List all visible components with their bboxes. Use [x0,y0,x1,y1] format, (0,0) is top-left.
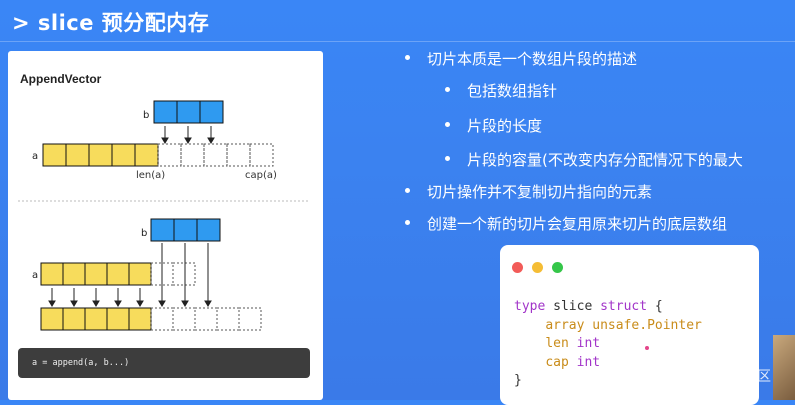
label-b-bottom: b [141,228,147,239]
minimize-light-icon [532,262,543,273]
cursor-dot-icon [645,346,649,350]
a-array-bottom [40,262,196,286]
watermark: @稀土掘金技术社区 [645,369,771,385]
maximize-light-icon [552,262,563,273]
code-token: } [514,373,522,388]
bullet-dot-icon [445,87,450,92]
struct-code: type slice struct { array unsafe.Pointer… [514,298,702,391]
bullet-dot-icon [445,122,450,127]
result-array [40,307,262,331]
code-token: int [576,336,601,351]
code-token: cap [545,354,569,370]
close-light-icon [512,262,523,273]
bullet-text: 创建一个新的切片会复用原来切片的底层数组 [427,215,728,233]
bullet-dot-icon [405,188,410,193]
label-len: len(a) [136,170,165,181]
code-token: { [654,299,663,314]
label-b-top: b [143,110,149,121]
bullet-text: 切片操作并不复制切片指向的元素 [427,183,653,201]
append-vector-panel: AppendVector b a len(a) cap( [8,51,323,400]
label-cap: cap(a) [245,170,277,181]
slide-title: > slice 预分配内存 [12,11,210,35]
b-array-bottom [150,218,221,242]
label-a-top: a [32,151,38,162]
bullet-text: 片段的长度 [467,117,543,135]
webcam-thumbnail [773,335,795,400]
arrows-top [161,126,215,144]
title-divider [0,41,795,42]
b-array-top [153,100,224,124]
bullet-text: 包括数组指针 [467,82,558,100]
bullet-text: 片段的容量(不改变内存分配情况下的最大 [467,151,743,169]
bullet-text: 切片本质是一个数组片段的描述 [427,50,638,68]
code-window: type slice struct { array unsafe.Pointer… [500,245,759,405]
bullet-dot-icon [405,55,410,60]
label-a-bottom: a [32,270,38,281]
arrows-bottom [48,243,212,307]
code-token: struct [600,299,648,314]
panel-title: AppendVector [20,72,102,86]
bullet-dot-icon [405,220,410,225]
code-token: type [514,299,546,314]
code-token: len [545,336,569,351]
a-array-top [42,143,274,167]
append-code-strip: a = append(a, b...) [18,348,310,378]
bullet-dot-icon [445,156,450,161]
code-token: slice [553,299,593,314]
code-token: int [576,354,601,370]
append-diagram: b a len(a) cap(a) b [18,100,310,331]
code-token: unsafe.Pointer [592,317,702,333]
code-token: array [545,317,585,333]
